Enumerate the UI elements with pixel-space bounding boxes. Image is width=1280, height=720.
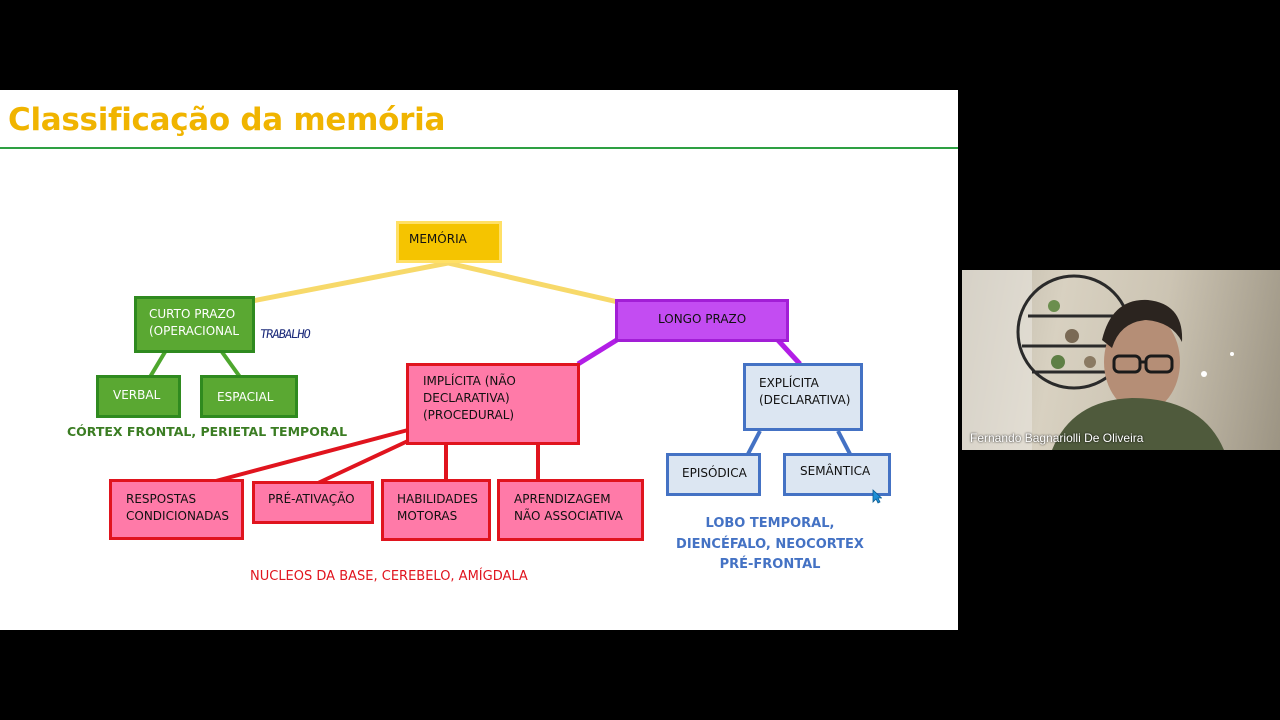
node-aprendizagem: APRENDIZAGEM NÃO ASSOCIATIVA [497,479,644,541]
connector-memoria-curto [251,260,449,304]
connector-explicita-semantica [836,430,852,455]
title-divider [0,147,958,149]
mouse-cursor-icon [872,489,882,504]
node-habilidades: HABILIDADES MOTORAS [381,479,491,541]
node-curto-prazo: CURTO PRAZO (OPERACIONAL [134,296,255,353]
note-cortex: CÓRTEX FRONTAL, PERIETAL TEMPORAL [67,424,348,439]
note-nucleos: NUCLEOS DA BASE, CEREBELO, AMÍGDALA [250,569,528,584]
node-semantica: SEMÂNTICA [783,453,891,496]
connector-curto-espacial [220,350,242,379]
node-espacial: ESPACIAL [200,375,298,418]
slide-title: Classificação da memória [8,102,446,138]
connector-curto-verbal [148,350,167,379]
node-episodica: EPISÓDICA [666,453,761,496]
connector-explicita-episodica [746,430,762,455]
presentation-slide: Classificação da memória MEMÓRIA CURTO P… [0,90,958,630]
node-pre-ativacao: PRÉ-ATIVAÇÃO [252,481,374,524]
connector-implicita-respostas [211,428,409,484]
connector-longo-implicita [576,335,622,367]
webcam-scene-image [962,270,1234,450]
node-verbal: VERBAL [96,375,181,418]
note-lobo: LOBO TEMPORAL, DIENCÉFALO, NEOCORTEX PRÉ… [664,514,876,576]
participant-name-label: Fernando Bagnariolli De Oliveira [970,431,1144,445]
node-memoria: MEMÓRIA [396,221,502,263]
note-lobo-line: DIENCÉFALO, NEOCORTEX [676,536,864,552]
connector-memoria-longo [447,260,619,305]
participant-video-tile[interactable]: Fernando Bagnariolli De Oliveira [962,270,1280,450]
connector-implicita-preativacao [317,438,411,485]
connector-longo-explicita [774,336,802,366]
node-implicita: IMPLÍCITA (NÃO DECLARATIVA) (PROCEDURAL) [406,363,580,445]
note-lobo-line: LOBO TEMPORAL, [705,516,835,531]
note-lobo-line: PRÉ-FRONTAL [719,557,821,572]
node-longo-prazo: LONGO PRAZO [615,299,789,342]
node-explicita: EXPLÍCITA (DECLARATIVA) [743,363,863,431]
handwritten-note: TRABALHO [259,327,311,341]
node-respostas: RESPOSTAS CONDICIONADAS [109,479,244,540]
diagram-connectors [148,260,879,493]
